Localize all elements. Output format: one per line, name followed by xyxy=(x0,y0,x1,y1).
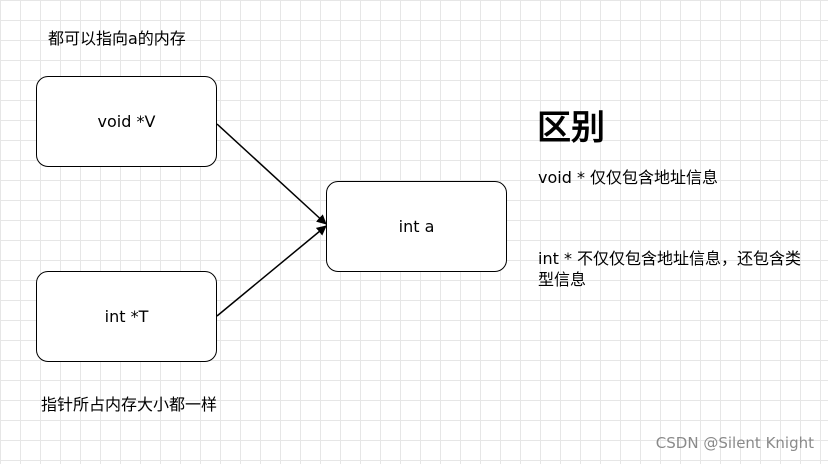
node-int-a-label: int a xyxy=(398,217,435,236)
watermark: CSDN @Silent Knight xyxy=(655,434,814,452)
node-int-pointer[interactable]: int *T xyxy=(36,271,217,362)
void-pointer-description: void * 仅仅包含地址信息 xyxy=(538,168,719,187)
node-int-pointer-label: int *T xyxy=(104,307,149,326)
node-void-pointer-label: void *V xyxy=(97,112,156,131)
arrow-void-to-int-a xyxy=(216,123,327,225)
node-int-a[interactable]: int a xyxy=(326,181,507,272)
note-bottom: 指针所占内存大小都一样 xyxy=(40,395,217,414)
arrow-int-ptr-to-int-a xyxy=(216,225,327,317)
int-pointer-description: int * 不仅仅包含地址信息，还包含类型信息 xyxy=(538,249,802,289)
note-top: 都可以指向a的内存 xyxy=(48,29,186,48)
node-void-pointer[interactable]: void *V xyxy=(36,76,217,167)
panel-heading: 区别 xyxy=(537,108,605,148)
